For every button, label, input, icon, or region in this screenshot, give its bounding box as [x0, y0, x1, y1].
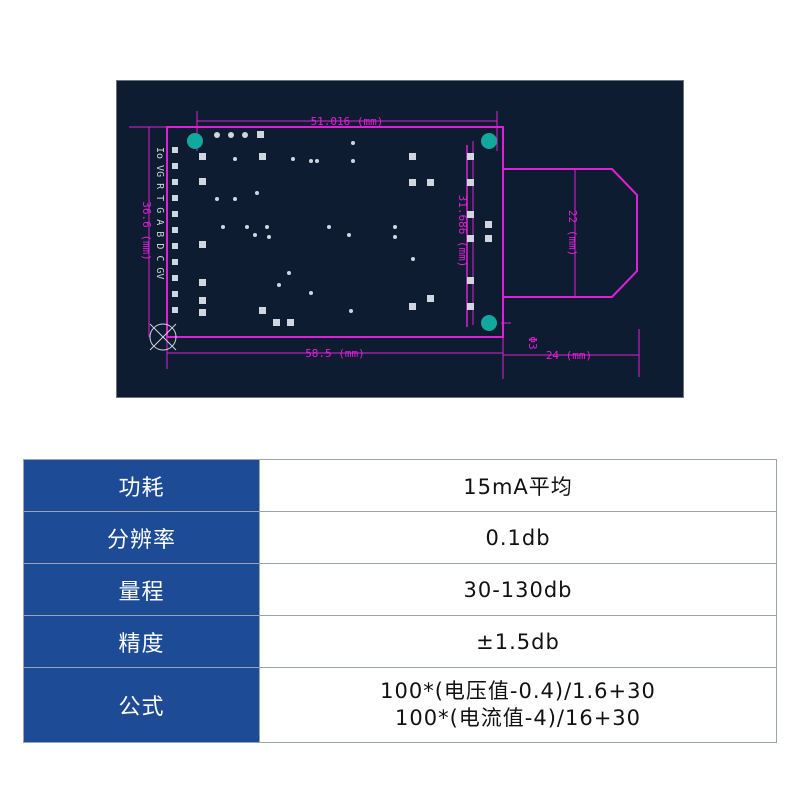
spec-label: 量程: [23, 563, 260, 616]
spec-row: 精度 ±1.5db: [23, 615, 777, 668]
hole-text: Φ3: [526, 336, 539, 349]
pin-labels: Io VG R T G A B D C GV: [154, 147, 165, 279]
spec-table: 功耗 15mA平均 分辨率 0.1db 量程 30-130db 精度 ±1.5d…: [23, 459, 777, 743]
pin-header: [172, 147, 178, 313]
pcb-svg: 51.016 (mm) 36.6 (mm) 31.686 (mm) 22 (mm…: [129, 111, 640, 379]
component-pads: [199, 131, 492, 326]
spec-label: 公式: [23, 667, 260, 743]
dim-top-text: 51.016 (mm): [311, 115, 384, 128]
dim-probe-text: 22 (mm): [566, 210, 579, 256]
mount-hole-tl: [187, 133, 203, 149]
spec-value: 30-130db: [259, 563, 777, 616]
dim-bottom-text: 58.5 (mm): [305, 347, 365, 360]
spec-row: 公式 100*(电压值-0.4)/1.6+30 100*(电流值-4)/16+3…: [23, 667, 777, 743]
spec-value: 0.1db: [259, 511, 777, 564]
spec-value: 15mA平均: [259, 459, 777, 512]
spec-value: ±1.5db: [259, 615, 777, 668]
mount-hole-tr: [481, 133, 497, 149]
dim-probe-w-text: 24 (mm): [546, 349, 592, 362]
spec-row: 功耗 15mA平均: [23, 459, 777, 512]
formula-voltage: 100*(电压值-0.4)/1.6+30: [380, 679, 656, 703]
spec-label: 分辨率: [23, 511, 260, 564]
dim-left-text: 36.6 (mm): [140, 201, 153, 261]
mount-hole-br: [481, 315, 497, 331]
formula-current: 100*(电流值-4)/16+30: [394, 706, 642, 730]
crosshair-mark: [149, 323, 177, 351]
spec-row: 量程 30-130db: [23, 563, 777, 616]
spec-value-formula: 100*(电压值-0.4)/1.6+30 100*(电流值-4)/16+30: [259, 667, 777, 743]
probe-outline: [503, 168, 638, 298]
spec-label: 功耗: [23, 459, 260, 512]
spec-label: 精度: [23, 615, 260, 668]
spec-row: 分辨率 0.1db: [23, 511, 777, 564]
pcb-drawing: 51.016 (mm) 36.6 (mm) 31.686 (mm) 22 (mm…: [116, 80, 684, 398]
crosshair-line-b: [149, 323, 177, 351]
board-outline: [166, 126, 504, 338]
dim-inner-text: 31.686 (mm): [456, 195, 469, 268]
